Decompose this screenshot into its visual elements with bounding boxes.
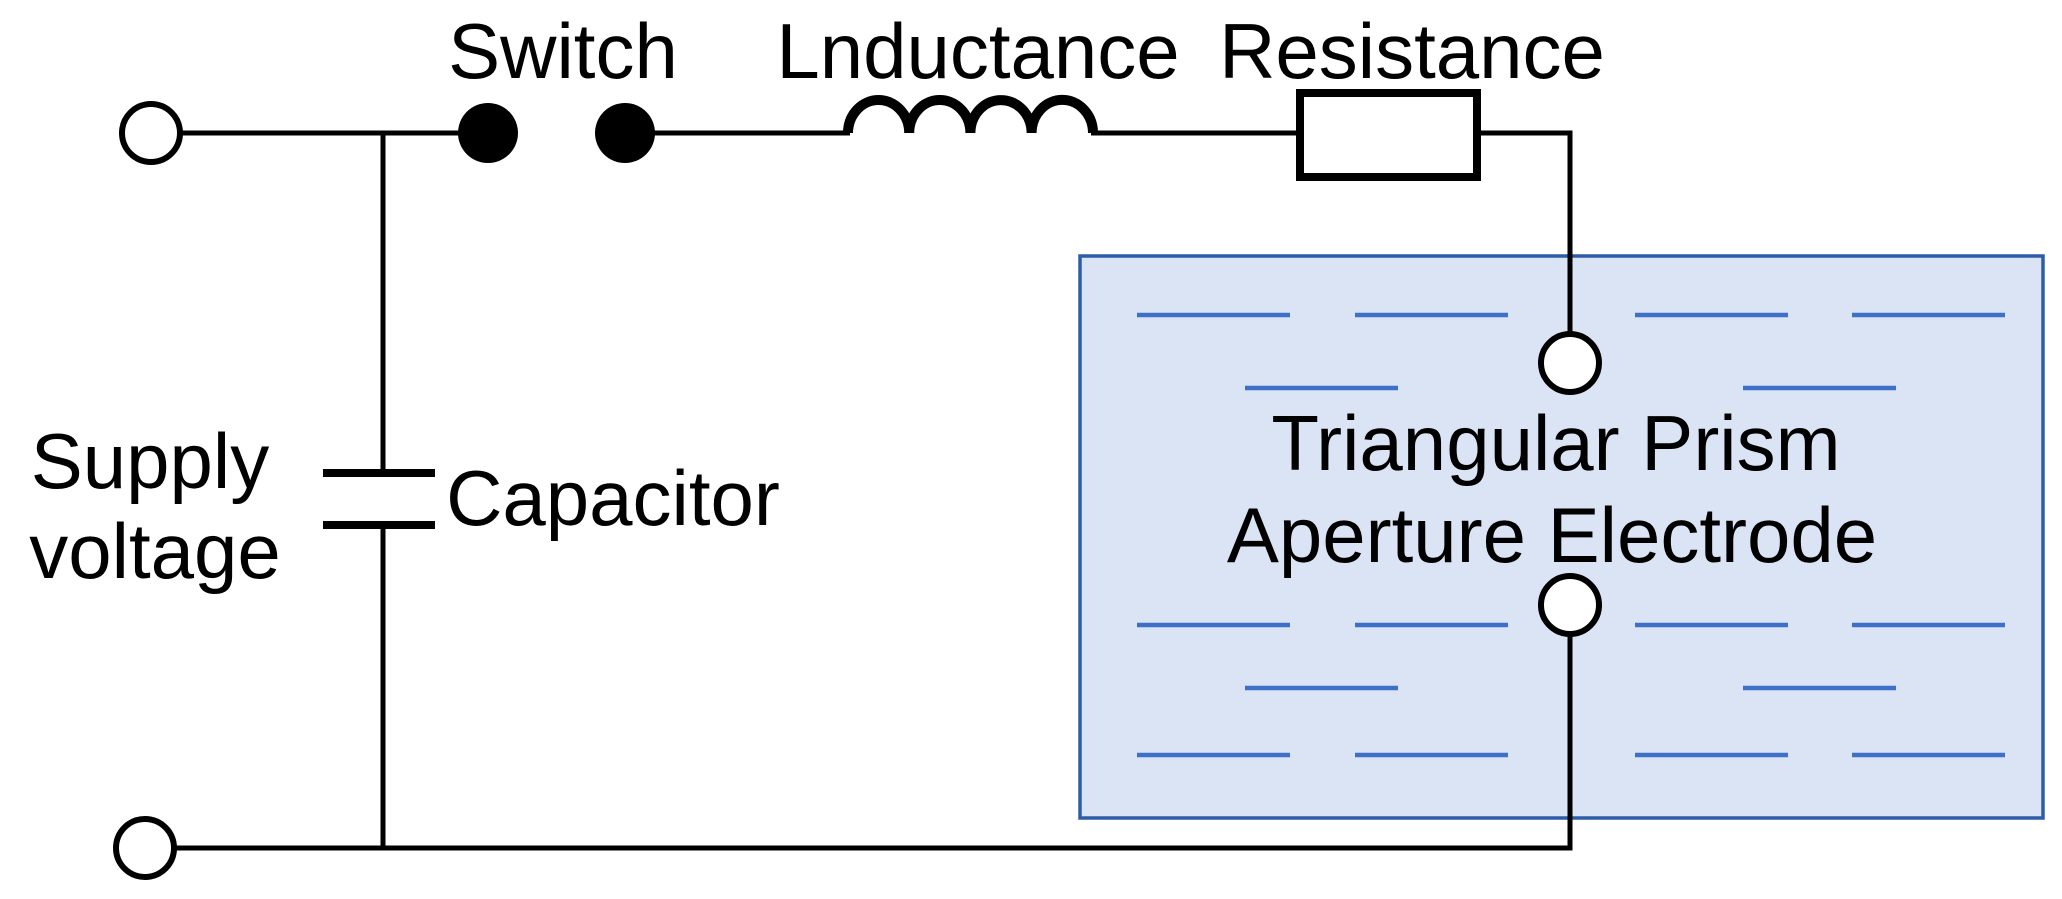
terminals (113, 101, 1602, 880)
wire-resistor-to-electrode (1475, 130, 1573, 336)
electrode-label-line2: Aperture Electrode (1227, 491, 1877, 579)
wires (174, 130, 1573, 851)
capacitor-label: Capacitor (446, 454, 780, 542)
electrode-label-line1: Triangular Prism (1271, 399, 1840, 487)
supply-voltage-label-line1: Supply (31, 417, 270, 505)
inductor-coil-icon (843, 94, 1098, 134)
resistor-body (1296, 89, 1481, 181)
switch-contact-icon (595, 103, 655, 163)
inductance-label: Lnductance (776, 7, 1179, 95)
electrode-terminal-bottom-icon (1538, 573, 1602, 637)
labels: Switch Lnductance Resistance Supply volt… (29, 7, 1877, 595)
capacitor-symbol (323, 469, 435, 529)
electrode-terminal-top-icon (1538, 331, 1602, 395)
switch-label: Switch (448, 7, 678, 95)
wire-electrode-to-bottom (174, 634, 1573, 851)
supply-terminal-top-icon (119, 101, 183, 165)
supply-voltage-label-line2: voltage (29, 507, 281, 595)
resistance-label: Resistance (1219, 7, 1605, 95)
supply-terminal-bottom-icon (113, 816, 177, 880)
ripple-pattern (1137, 312, 2005, 758)
switch-contact-icon (458, 103, 518, 163)
